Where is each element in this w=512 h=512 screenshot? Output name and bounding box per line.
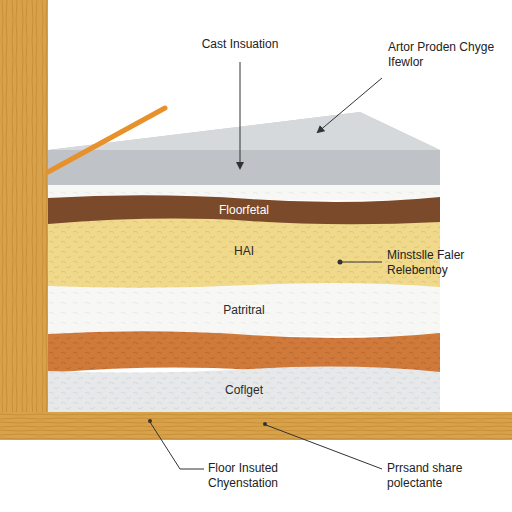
callout-label: Artor Proden Chyge Ifewlor: [388, 40, 506, 70]
layer-label: Floorfetal: [219, 203, 269, 217]
layer-label: Coflget: [225, 383, 263, 397]
layer-band: HAI: [48, 236, 440, 266]
layer-band: Patritral: [48, 296, 440, 324]
callout-label: Minstslle Faler Relebentoy: [387, 248, 505, 278]
callout-label: Prrsand share polectante: [387, 461, 505, 491]
layer-label: HAI: [234, 244, 254, 258]
layer-band: Coflget: [48, 376, 440, 404]
layer-label: Patritral: [223, 303, 264, 317]
callout-label: Cast Insuation: [180, 37, 300, 52]
callout-label: Floor Insuted Chyenstation: [208, 461, 318, 491]
layer-band: Floorfetal: [48, 199, 440, 222]
